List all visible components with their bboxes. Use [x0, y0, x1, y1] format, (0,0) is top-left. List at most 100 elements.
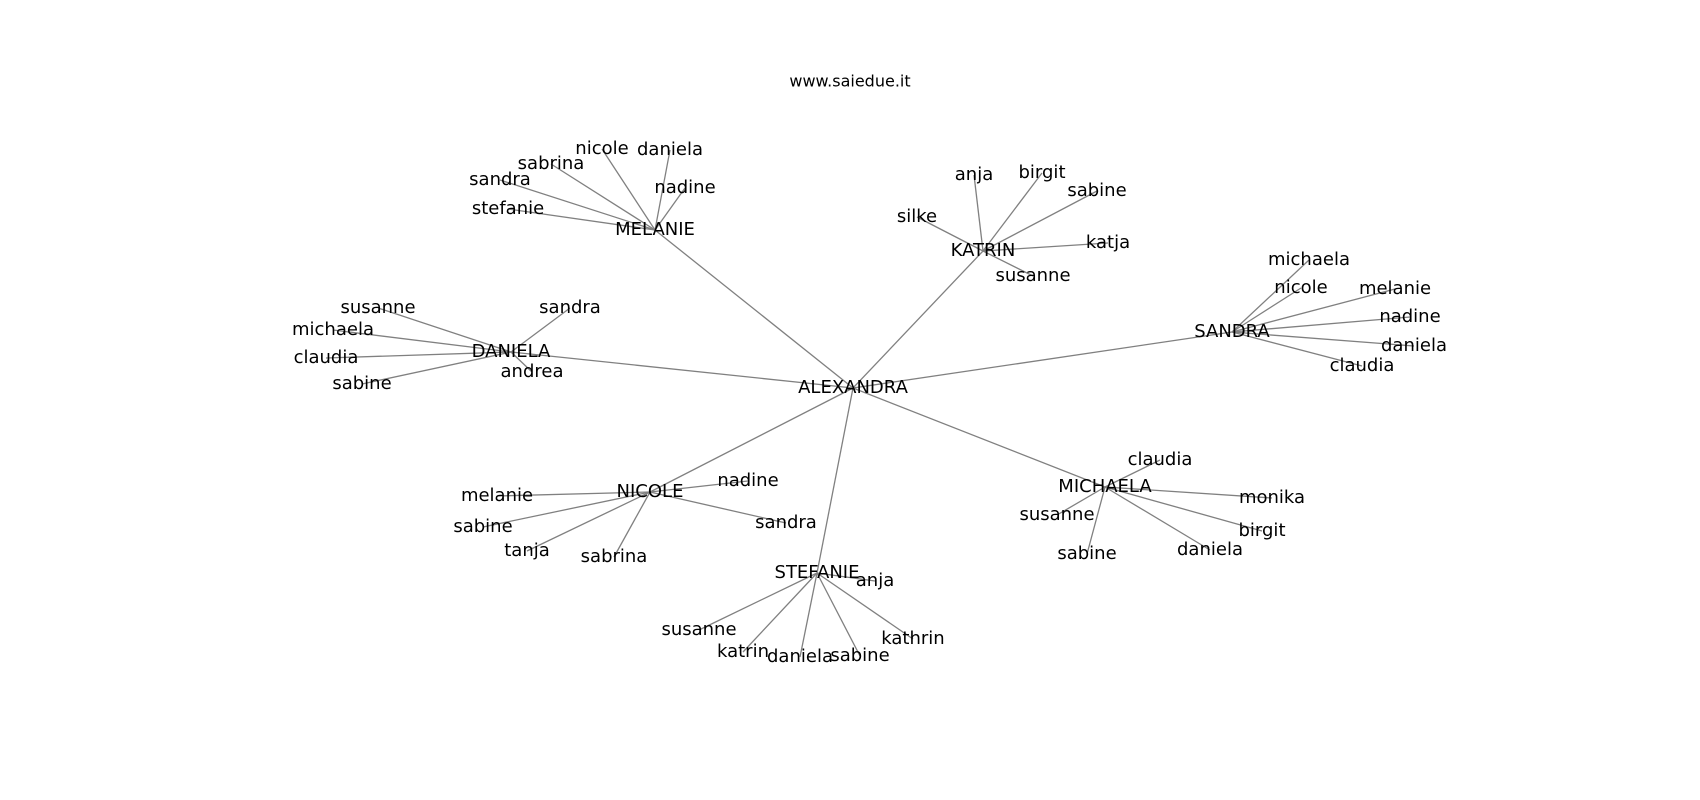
hub-node-label: SANDRA [1194, 321, 1270, 342]
edge-hub-to-leaf [507, 208, 656, 231]
leaf-node-label: sabine [830, 645, 889, 666]
leaf-node-label: nadine [717, 470, 778, 491]
edge-hub-to-leaf [361, 351, 512, 385]
graph-edges [325, 148, 1415, 658]
edge-hub-to-leaf [698, 572, 818, 631]
leaf-node-label: claudia [294, 347, 359, 368]
leaf-node-label: katja [1086, 232, 1130, 253]
leaf-node-label: melanie [461, 485, 533, 506]
root-node-label: ALEXANDRA [798, 377, 908, 398]
edge-hub-to-leaf [499, 179, 656, 231]
leaf-node-label: melanie [1359, 278, 1431, 299]
edge-hub-to-leaf [982, 250, 1034, 277]
leaf-node-label: susanne [995, 265, 1070, 286]
leaf-node-label: nicole [575, 138, 628, 159]
edge-hub-to-leaf [526, 491, 651, 552]
leaf-node-label: monika [1239, 487, 1305, 508]
leaf-node-label: katrin [717, 641, 769, 662]
edge-hub-to-leaf [742, 572, 818, 653]
edge-root-to-hub [654, 229, 854, 389]
edge-hub-to-leaf [1104, 459, 1161, 488]
edge-root-to-hub [852, 250, 984, 389]
edge-hub-to-leaf [649, 491, 787, 524]
hub-node-label: KATRIN [951, 240, 1016, 261]
edge-hub-to-leaf [799, 572, 818, 658]
edge-hub-to-leaf [1086, 486, 1106, 555]
leaf-node-label: claudia [1330, 355, 1395, 376]
edge-hub-to-leaf [1231, 331, 1363, 367]
leaf-node-label: sandra [539, 297, 601, 318]
edge-root-to-hub [510, 351, 854, 389]
hub-node-label: MICHAELA [1058, 476, 1152, 497]
leaf-node-label: sabine [1057, 543, 1116, 564]
leaf-node-label: birgit [1239, 520, 1286, 541]
edge-hub-to-leaf [550, 163, 656, 231]
leaf-node-label: daniela [767, 646, 833, 667]
edge-root-to-hub [649, 387, 854, 493]
leaf-node-label: sandra [469, 169, 531, 190]
leaf-node-label: anja [856, 570, 894, 591]
leaf-node-label: sabine [1067, 180, 1126, 201]
leaf-node-label: nadine [1379, 306, 1440, 327]
edge-root-to-hub [852, 387, 1106, 488]
leaf-node-label: susanne [661, 619, 736, 640]
hub-node-label: STEFANIE [775, 562, 860, 583]
edge-hub-to-leaf [973, 174, 984, 252]
edge-hub-to-leaf [816, 572, 861, 657]
edge-hub-to-leaf [982, 242, 1109, 252]
leaf-node-label: stefanie [472, 198, 544, 219]
hub-node-label: NICOLE [617, 481, 684, 502]
edge-hub-to-leaf [510, 351, 533, 373]
leaf-node-label: tanja [504, 540, 550, 561]
leaf-node-label: nicole [1274, 277, 1327, 298]
edge-root-to-hub [852, 331, 1233, 389]
leaf-node-label: michaela [292, 319, 374, 340]
leaf-node-label: silke [897, 206, 937, 227]
leaf-node-label: claudia [1128, 449, 1193, 470]
edge-hub-to-leaf [1104, 486, 1263, 532]
edge-hub-to-leaf [982, 172, 1043, 252]
edge-hub-to-leaf [1231, 259, 1310, 333]
edge-hub-to-leaf [654, 149, 671, 231]
leaf-node-label: daniela [1381, 335, 1447, 356]
leaf-node-label: sabrina [581, 546, 648, 567]
leaf-node-label: birgit [1019, 162, 1066, 183]
edge-hub-to-leaf [1104, 486, 1211, 551]
edge-hub-to-leaf [510, 307, 571, 353]
edge-hub-to-leaf [1231, 316, 1411, 333]
edge-hub-to-leaf [1056, 486, 1106, 516]
leaf-node-label: nadine [654, 177, 715, 198]
hub-node-label: DANIELA [472, 341, 551, 362]
edge-hub-to-leaf [482, 491, 651, 528]
leaf-node-label: sabine [453, 516, 512, 537]
edge-hub-to-leaf [377, 307, 512, 353]
edge-hub-to-leaf [982, 190, 1098, 252]
edge-hub-to-leaf [1231, 287, 1302, 333]
edge-hub-to-leaf [649, 480, 749, 493]
graph-labels: ALEXANDRAMELANIEstefaniesandrasabrinanic… [292, 138, 1447, 667]
edge-hub-to-leaf [654, 187, 686, 231]
edge-hub-to-leaf [1231, 331, 1415, 347]
leaf-node-label: andrea [501, 361, 564, 382]
edge-hub-to-leaf [325, 351, 512, 359]
leaf-node-label: kathrin [881, 628, 944, 649]
leaf-node-label: sandra [755, 512, 817, 533]
edge-hub-to-leaf [816, 572, 876, 582]
edge-hub-to-leaf [816, 572, 914, 640]
leaf-node-label: sabrina [518, 153, 585, 174]
edge-hub-to-leaf [916, 216, 984, 252]
leaf-node-label: susanne [1019, 504, 1094, 525]
leaf-node-label: susanne [340, 297, 415, 318]
leaf-node-label: sabine [332, 373, 391, 394]
edge-hub-to-leaf [601, 148, 656, 231]
site-title: www.saiedue.it [789, 72, 910, 91]
edge-hub-to-leaf [1231, 288, 1396, 333]
hub-node-label: MELANIE [615, 219, 695, 240]
edge-hub-to-leaf [1104, 486, 1273, 499]
edge-hub-to-leaf [613, 491, 651, 558]
leaf-node-label: daniela [637, 139, 703, 160]
edge-hub-to-leaf [332, 329, 512, 353]
edge-hub-to-leaf [496, 491, 651, 497]
leaf-node-label: michaela [1268, 249, 1350, 270]
